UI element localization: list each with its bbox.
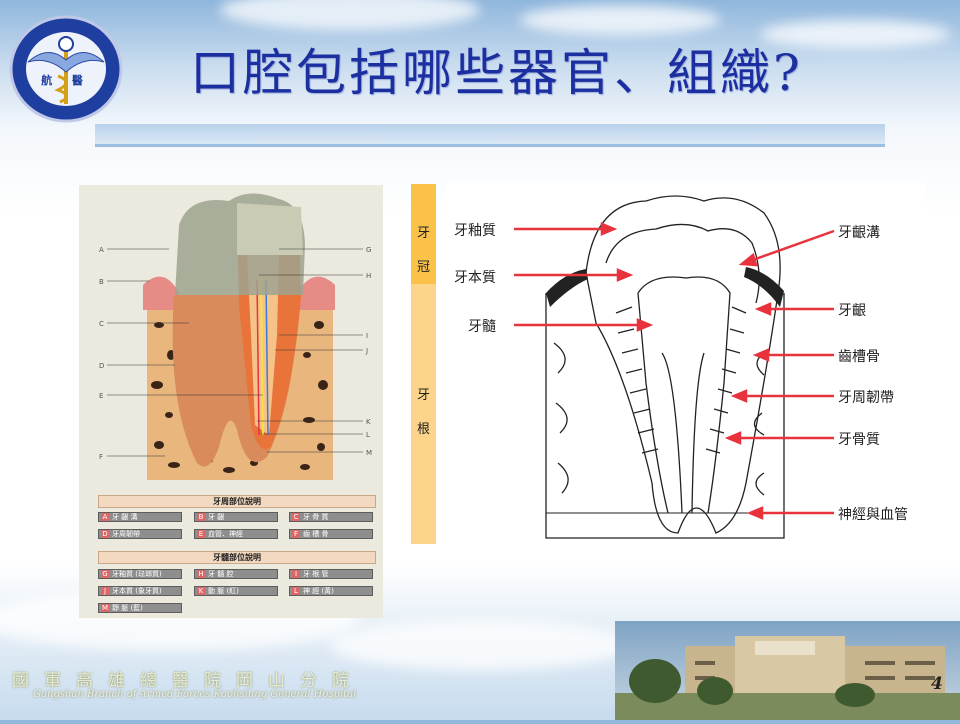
- legend-periodontal-header: 牙周部位說明: [98, 495, 376, 508]
- label-periodontal-ligament: 牙周韌帶: [838, 390, 894, 406]
- marker-c: C: [99, 320, 104, 328]
- crown-char-1: 牙: [416, 226, 430, 241]
- page-number: 4: [931, 674, 943, 694]
- label-nerves-vessels: 神經與血管: [838, 507, 908, 523]
- root-char-1: 牙: [416, 388, 430, 403]
- hospital-building-photo: [615, 621, 960, 720]
- label-pulp: 牙髓: [468, 319, 496, 335]
- footer-english-name: Gangshan Branch of Armed Forces Kaohsiun…: [33, 689, 357, 700]
- marker-d: D: [99, 362, 105, 370]
- cloud: [760, 20, 950, 48]
- footer-chinese-name: 國軍高雄總醫院岡山分院: [12, 671, 364, 691]
- marker-h: H: [366, 272, 372, 280]
- tooth-cross-section-illustration: [143, 193, 335, 480]
- cloud: [520, 5, 720, 35]
- title-underline-bar: [95, 124, 885, 147]
- legend-pulp-header: 牙髓部位說明: [98, 551, 376, 564]
- crown-section: [411, 184, 436, 284]
- marker-g: G: [366, 246, 372, 254]
- cloud: [330, 620, 630, 670]
- tooth-cross-section-figure: A B C D E F G H I J K L M: [79, 185, 383, 618]
- marker-b: B: [99, 278, 104, 286]
- tooth-line-diagram: 牙釉質 牙本質 牙髓 牙齦溝 牙齦 齒槽骨 牙周韌帶 牙骨質 神經與血管: [446, 183, 926, 548]
- hospital-logo: 航 醫: [8, 14, 124, 124]
- marker-j: J: [366, 347, 369, 355]
- marker-e: E: [99, 392, 104, 400]
- tooth-line-drawing: [514, 195, 835, 539]
- cloud: [220, 0, 480, 30]
- marker-i: I: [366, 332, 369, 340]
- label-alveolar-bone: 齒槽骨: [838, 349, 880, 365]
- marker-k: K: [366, 418, 371, 426]
- marker-leader-lines: [107, 248, 363, 457]
- marker-l: L: [366, 431, 370, 439]
- marker-f: F: [99, 453, 104, 461]
- root-section: [411, 284, 436, 544]
- label-enamel: 牙釉質: [454, 223, 496, 239]
- marker-a: A: [99, 246, 104, 254]
- label-dentin: 牙本質: [454, 270, 496, 286]
- logo-text: 航 醫: [41, 74, 91, 87]
- marker-m: M: [366, 449, 373, 457]
- label-gingiva: 牙齦: [838, 303, 866, 319]
- label-gingival-sulcus: 牙齦溝: [838, 225, 880, 241]
- crown-root-bar: 牙 冠 牙 根: [411, 184, 436, 544]
- crown-char-2: 冠: [416, 260, 430, 275]
- root-char-2: 根: [416, 422, 430, 437]
- label-cementum: 牙骨質: [838, 432, 880, 448]
- slide-title: 口腔包括哪些器官、組織?: [190, 44, 803, 102]
